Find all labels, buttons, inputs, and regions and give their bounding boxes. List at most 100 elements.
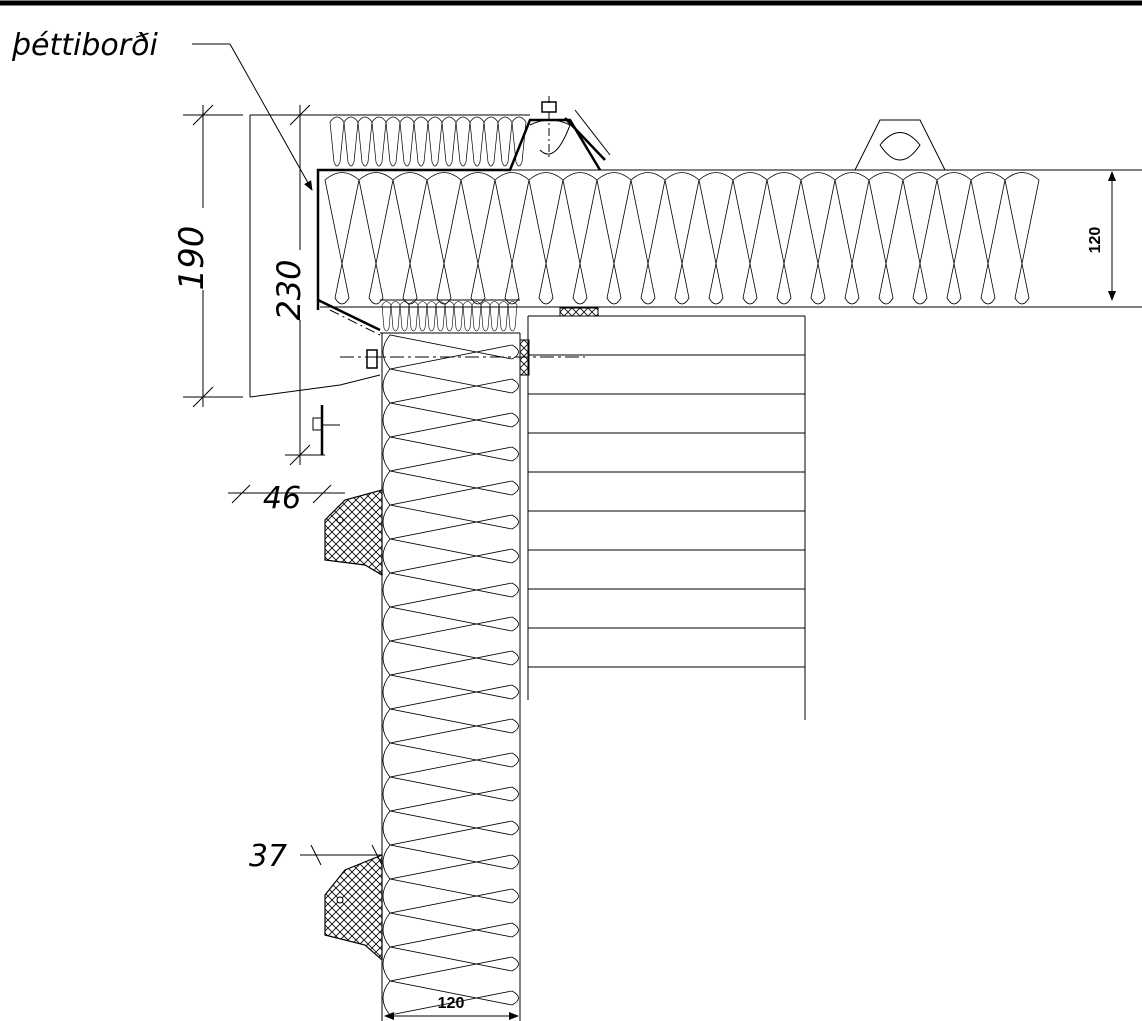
insulation-loop [834, 172, 870, 305]
insulation-loop [462, 301, 473, 332]
insulation-loop [390, 301, 401, 332]
insulation-loop [483, 116, 499, 167]
insulation-loop [455, 116, 471, 167]
insulation-loop [382, 640, 519, 676]
insulation-loop [324, 172, 360, 305]
insulation-loop [382, 776, 519, 812]
insulation-loop [562, 172, 598, 305]
insulation-loop [381, 301, 392, 332]
insulation-loop [936, 172, 972, 305]
insulation-loop [408, 301, 419, 332]
insulation-loop [382, 878, 519, 914]
insulation-loop [382, 742, 519, 778]
insulation-loop [766, 172, 802, 305]
insulation-loop [417, 301, 428, 332]
insulation-loop [413, 116, 429, 167]
insulation-loop [435, 301, 446, 332]
insulation-loop [698, 172, 734, 305]
insulation-loop [426, 301, 437, 332]
insulation-loop [902, 172, 938, 305]
insulation-loop [382, 810, 519, 846]
insulation-loop [382, 674, 519, 710]
insulation-loop [469, 116, 485, 167]
insulation-loop [489, 301, 500, 332]
insulation-loop [596, 172, 632, 305]
cap-insulation-loops [329, 116, 527, 167]
roof-panel [320, 119, 1142, 308]
insulation-loop [970, 172, 1006, 305]
dimension-46: 46 [228, 481, 345, 516]
insulation-loop [343, 116, 359, 167]
insulation-loop [800, 172, 836, 305]
sealing-strip-loops [381, 301, 518, 332]
insulation-loop [382, 504, 519, 540]
dimension-120-wall-label: 120 [438, 995, 465, 1012]
insulation-loop [399, 301, 410, 332]
insulation-loop [357, 116, 373, 167]
insulation-loop [382, 708, 519, 744]
insulation-loop [382, 912, 519, 948]
insulation-loop [507, 301, 518, 332]
structure-boards [340, 307, 806, 720]
dimension-37: 37 [249, 839, 383, 874]
insulation-loop [528, 172, 564, 305]
insulation-loop [664, 172, 700, 305]
insulation-loop [471, 301, 482, 332]
wall-panel [381, 333, 521, 1021]
insulation-loop [630, 172, 666, 305]
sealing-strip [380, 299, 520, 334]
profile-section-upper [324, 489, 383, 577]
board-lines [528, 354, 805, 668]
insulation-loop [382, 946, 519, 982]
insulation-loop [382, 436, 519, 472]
insulation-loop [480, 301, 491, 332]
insulation-loop [494, 172, 530, 305]
insulation-loop [382, 368, 519, 404]
dimension-37-label: 37 [249, 839, 287, 874]
dimension-120-roof: 120 [1087, 171, 1116, 301]
dimension-190: 190 [172, 104, 243, 408]
flashing [316, 96, 611, 310]
insulation-loop [460, 172, 496, 305]
edge-fascia [249, 114, 381, 398]
insulation-loop [399, 116, 415, 167]
insulation-loop [497, 116, 513, 167]
insulation-loop [426, 172, 462, 305]
callout-leader: þéttiborði [11, 28, 313, 191]
callout-label: þéttiborði [11, 28, 158, 63]
bolt-fastener [312, 349, 382, 455]
dimension-120-wall: 120 [384, 995, 519, 1020]
insulation-loop [1004, 172, 1040, 305]
insulation-loop [444, 301, 455, 332]
insulation-loop [498, 301, 509, 332]
insulation-loop [382, 334, 519, 370]
insulation-loop [382, 572, 519, 608]
profile-section-lower [324, 854, 383, 962]
insulation-loop [392, 172, 428, 305]
dimension-230-label: 230 [270, 259, 308, 320]
insulation-loop [441, 116, 457, 167]
insulation-loop [453, 301, 464, 332]
insulation-loop [382, 606, 519, 642]
insulation-loop [358, 172, 394, 305]
insulation-loop [732, 172, 768, 305]
insulation-loop [511, 116, 527, 167]
insulation-loop [382, 538, 519, 574]
insulation-loop [382, 470, 519, 506]
insulation-loop [382, 980, 519, 1016]
insulation-loop [868, 172, 904, 305]
dimension-190-label: 190 [172, 226, 212, 291]
insulation-loop [382, 844, 519, 880]
insulation-loop [385, 116, 401, 167]
dimension-46-label: 46 [263, 481, 301, 516]
cap-insulation [329, 114, 530, 167]
insulation-loop [427, 116, 443, 167]
dimension-230: 230 [270, 104, 325, 466]
insulation-loop [382, 402, 519, 438]
roof-insulation-loops [324, 172, 1040, 305]
dimension-120-roof-label: 120 [1087, 227, 1104, 254]
insulation-loop [371, 116, 387, 167]
insulation-loop [329, 116, 345, 167]
wall-insulation-loops [382, 334, 519, 1016]
